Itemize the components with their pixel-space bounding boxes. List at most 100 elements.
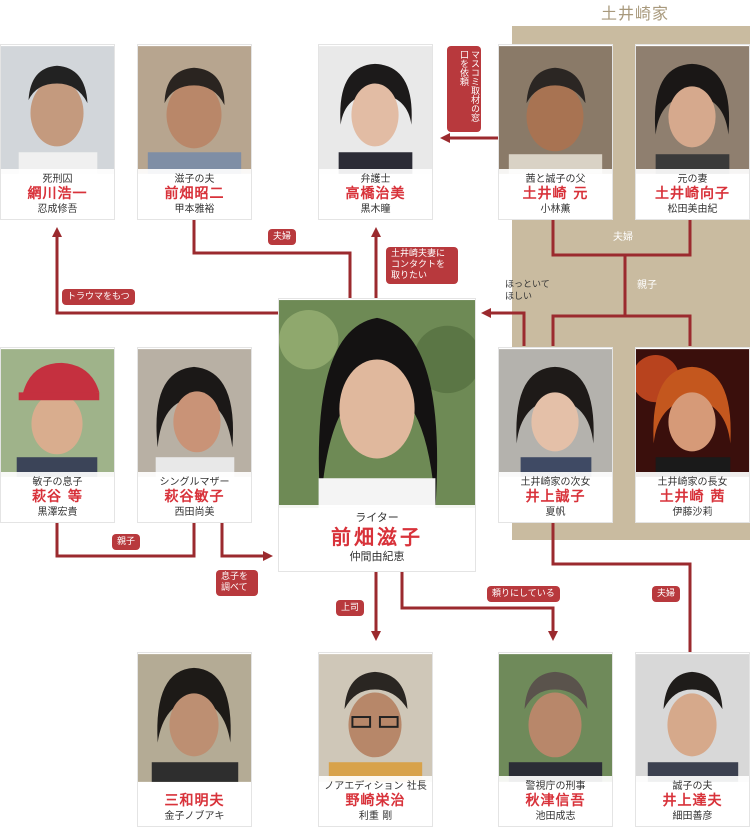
line-hottoite <box>481 308 526 346</box>
actor-name: 金子ノブアキ <box>164 811 225 822</box>
role-label: ライター <box>355 511 399 524</box>
role-label: 死刑囚 <box>42 174 73 185</box>
actor-name: 忍成修吾 <box>37 204 78 215</box>
portrait-photo <box>319 45 432 175</box>
line-trauma <box>52 227 278 315</box>
line-fuufu-top <box>192 220 352 298</box>
tag-fuufu-top: 夫婦 <box>268 229 297 245</box>
character-name: 土井崎 元 <box>522 186 589 202</box>
portrait-photo <box>279 299 475 509</box>
portrait-photo <box>636 45 749 175</box>
caption: ライター 前畑滋子 仲間由紀恵 <box>279 505 475 571</box>
card-maehata-shigeko[interactable]: ライター 前畑滋子 仲間由紀恵 <box>278 298 476 572</box>
tag-mass-media: マスコミ取材の窓口を依頼 <box>447 46 481 132</box>
line-tayori <box>400 572 558 641</box>
portrait-photo <box>319 653 432 783</box>
role-label: 元の妻 <box>677 174 708 185</box>
caption: シングルマザー 萩谷敏子 西田尚美 <box>138 472 251 522</box>
caption: 元の妻 土井崎向子 松田美由紀 <box>636 169 749 219</box>
character-name: 高橋治美 <box>345 186 406 202</box>
actor-name: 池田成志 <box>535 811 576 822</box>
caption: 敏子の息子 萩谷 等 黒澤宏貴 <box>1 472 114 522</box>
card-nozaki[interactable]: ノアエディション 社長 野崎栄治 利重 剛 <box>318 652 433 827</box>
card-inoue-tatsuo[interactable]: 誠子の夫 井上達夫 細田善彦 <box>635 652 750 827</box>
role-label: 誠子の夫 <box>672 781 713 792</box>
portrait-photo <box>1 348 114 478</box>
portrait-photo <box>138 45 251 175</box>
tag-hottoite: ほっといてほしい <box>505 280 550 302</box>
actor-name: 細田善彦 <box>672 811 713 822</box>
card-hagiya-toshiko[interactable]: シングルマザー 萩谷敏子 西田尚美 <box>137 347 252 523</box>
caption: 誠子の夫 井上達夫 細田善彦 <box>636 776 749 826</box>
portrait-photo <box>636 348 749 478</box>
line-fuufu-inoue <box>551 523 692 652</box>
card-amikawa[interactable]: 死刑囚 網川浩一 忍成修吾 <box>0 44 115 220</box>
caption: 滋子の夫 前畑昭二 甲本雅裕 <box>138 169 251 219</box>
portrait-photo <box>138 653 251 783</box>
portrait-photo <box>636 653 749 783</box>
character-name: 萩谷敏子 <box>164 489 225 505</box>
character-name: 井上達夫 <box>662 793 723 809</box>
card-inoue-seiko[interactable]: 土井崎家の次女 井上誠子 夏帆 <box>498 347 613 523</box>
card-doizaki-kouko[interactable]: 元の妻 土井崎向子 松田美由紀 <box>635 44 750 220</box>
character-name: 秋津信吾 <box>525 793 586 809</box>
tag-fuufu-inoue: 夫婦 <box>652 586 681 602</box>
card-doizaki-akane[interactable]: 土井崎家の長女 土井崎 茜 伊藤沙莉 <box>635 347 750 523</box>
card-takahashi[interactable]: 弁護士 高橋治美 黒木瞳 <box>318 44 433 220</box>
tag-joushi: 上司 <box>336 600 365 616</box>
character-name: 土井崎 茜 <box>659 489 726 505</box>
role-label: 土井崎家の次女 <box>520 477 591 488</box>
card-maehata-husband[interactable]: 滋子の夫 前畑昭二 甲本雅裕 <box>137 44 252 220</box>
card-akitsu[interactable]: 警視庁の刑事 秋津信吾 池田成志 <box>498 652 613 827</box>
card-miwa[interactable]: 三和明夫 金子ノブアキ <box>137 652 252 827</box>
actor-name: 甲本雅裕 <box>174 204 215 215</box>
portrait-photo <box>499 348 612 478</box>
character-name: 前畑滋子 <box>331 525 423 549</box>
character-name: 野崎栄治 <box>345 793 406 809</box>
character-name: 土井崎向子 <box>655 186 730 202</box>
tag-contact: 土井崎夫妻にコンタクトを取りたい <box>386 247 458 284</box>
actor-name: 黒木瞳 <box>360 204 391 215</box>
role-label: シングルマザー <box>159 477 230 488</box>
actor-name: 松田美由紀 <box>667 204 718 215</box>
actor-name: 利重 剛 <box>358 811 393 822</box>
card-doizaki-gen[interactable]: 茜と誠子の父 土井崎 元 小林薫 <box>498 44 613 220</box>
actor-name: 黒澤宏貴 <box>37 507 78 518</box>
character-name: 井上誠子 <box>525 489 586 505</box>
actor-name: 伊藤沙莉 <box>672 507 713 518</box>
family-title: 土井崎家 <box>600 4 669 23</box>
caption: 土井崎家の長女 土井崎 茜 伊藤沙莉 <box>636 472 749 522</box>
tag-oyako-hagiya: 親子 <box>112 534 141 550</box>
actor-name: 仲間由紀恵 <box>349 550 405 563</box>
caption: ノアエディション 社長 野崎栄治 利重 剛 <box>319 776 432 826</box>
tag-fuufu-family: 夫婦 <box>608 230 638 246</box>
role-label: 土井崎家の長女 <box>657 477 728 488</box>
actor-name: 小林薫 <box>540 204 571 215</box>
role-label: 茜と誠子の父 <box>525 174 586 185</box>
role-label: 敏子の息子 <box>32 477 83 488</box>
caption: 弁護士 高橋治美 黒木瞳 <box>319 169 432 219</box>
card-hagiya-hitoshi[interactable]: 敏子の息子 萩谷 等 黒澤宏貴 <box>0 347 115 523</box>
tag-oyako-family: 親子 <box>632 278 662 294</box>
line-fuufu-family <box>551 220 692 257</box>
caption: 死刑囚 網川浩一 忍成修吾 <box>1 169 114 219</box>
role-label: 弁護士 <box>360 174 391 185</box>
portrait-photo <box>499 45 612 175</box>
actor-name: 西田尚美 <box>174 507 215 518</box>
tag-trauma: トラウマをもつ <box>62 289 135 305</box>
caption: 茜と誠子の父 土井崎 元 小林薫 <box>499 169 612 219</box>
actor-name: 夏帆 <box>545 507 566 518</box>
character-name: 三和明夫 <box>164 793 225 809</box>
caption: 警視庁の刑事 秋津信吾 池田成志 <box>499 776 612 826</box>
role-label: 警視庁の刑事 <box>525 781 586 792</box>
role-label: ノアエディション 社長 <box>324 781 427 792</box>
role-label: 滋子の夫 <box>174 174 215 185</box>
portrait-photo <box>499 653 612 783</box>
portrait-photo <box>1 45 114 175</box>
caption: 三和明夫 金子ノブアキ <box>138 789 251 826</box>
character-name: 網川浩一 <box>27 186 88 202</box>
character-name: 前畑昭二 <box>164 186 225 202</box>
line-oyako-family <box>551 255 692 346</box>
line-oyako-hagiya <box>55 523 196 558</box>
